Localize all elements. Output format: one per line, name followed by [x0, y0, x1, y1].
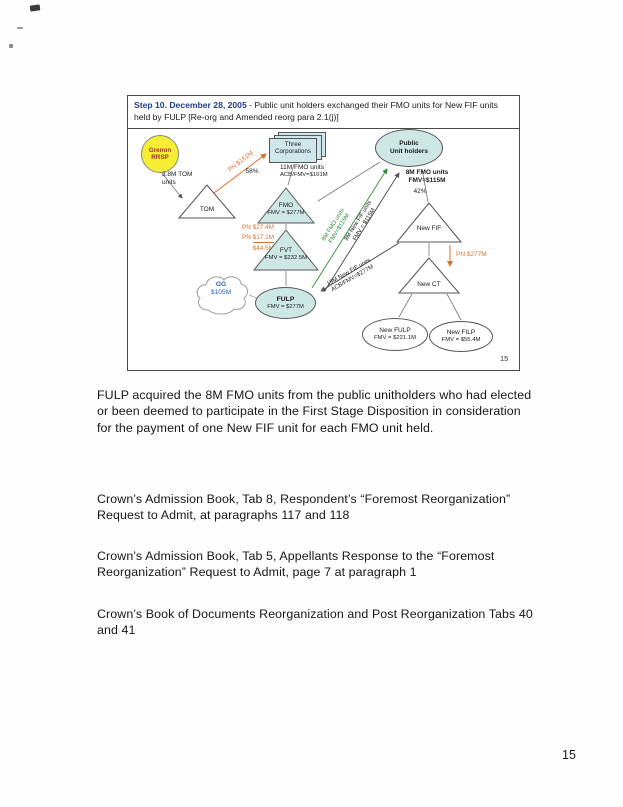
pn-277m-label: PN $277M [456, 251, 487, 258]
tom-label: TOM [199, 206, 215, 213]
three-corporations-label: Three Corporations [274, 141, 312, 156]
fvt-label: FVT FMV = $232.5M [264, 247, 308, 261]
three-corporations-node: Three Corporations [269, 132, 327, 164]
gg-label: GG $105M [210, 281, 232, 297]
public-unit-holders-label: Public [399, 140, 419, 148]
fulp-label: FULP [276, 295, 295, 303]
scan-artifact [17, 27, 23, 29]
fulp-node: FULP FMV = $277M [255, 287, 316, 319]
pct-58-label: 58% [245, 168, 259, 175]
public-unit-holders-node: Public Unit holders [375, 129, 443, 167]
page-number: 15 [562, 748, 576, 762]
pn-17-1m-label: PN $17.1M [242, 233, 274, 241]
citation-paragraph-2: Crown’s Admission Book, Tab 5, Appellant… [97, 549, 495, 580]
tom-triangle [178, 184, 236, 219]
cloud-shape [196, 276, 249, 315]
pn-27-4m-label: PN $27.4M [242, 224, 274, 231]
grenon-rrsp-node: Grenon RRSP [141, 135, 179, 173]
citation-paragraph-3: Crown’s Book of Documents Reorganization… [97, 607, 533, 638]
grenon-rrsp-label: Grenon RRSP [148, 146, 172, 161]
diagram-step-title: Step 10. December 28, 2005 [134, 100, 247, 110]
new-fulp-node: New FULP FMV = $221.1M [362, 318, 428, 351]
fmo-label: FMO FMV = $277M [267, 202, 305, 216]
scan-artifact [9, 44, 13, 48]
new-fif-label: New FIF [416, 225, 442, 232]
scan-artifact [29, 4, 41, 12]
fvt-triangle [253, 229, 319, 271]
citation-paragraph-1: Crown’s Admission Book, Tab 8, Responden… [97, 492, 511, 523]
pn-amounts-block: PN $27.4M PN $17.1M $44.5M [222, 223, 274, 254]
new-fif-triangle [396, 202, 462, 243]
step10-reorg-diagram: Step 10. December 28, 2005 - Public unit… [127, 95, 520, 371]
body-paragraph-1: FULP acquired the 8M FMO units from the … [97, 388, 532, 435]
tom-units-label: 3.8M TOM units [162, 171, 193, 186]
new-filp-label: New FILP [446, 329, 476, 337]
pct-42-label: 42% [413, 188, 427, 195]
new-ct-label: New CT [417, 281, 441, 288]
diagram-step-description: - Public unit holders exchanged their FM… [134, 100, 498, 123]
new-fulp-label: New FULP [379, 327, 411, 335]
fmo-triangle [257, 187, 315, 224]
gg-cloud-node: GG $105M [192, 272, 250, 316]
total-44-5m-label: $44.5M [252, 242, 274, 254]
units-8m-label: 8M FMO units FMV=$115M [405, 169, 449, 184]
diagram-header: Step 10. December 28, 2005 - Public unit… [128, 96, 519, 129]
units-11m-label: 11M FMO units ACB/FMV=$161M [280, 164, 328, 178]
new-ct-triangle [398, 257, 460, 294]
new-filp-node: New FILP FMV = $55.4M [429, 321, 493, 352]
diagram-page-ref: 15 [500, 354, 509, 363]
